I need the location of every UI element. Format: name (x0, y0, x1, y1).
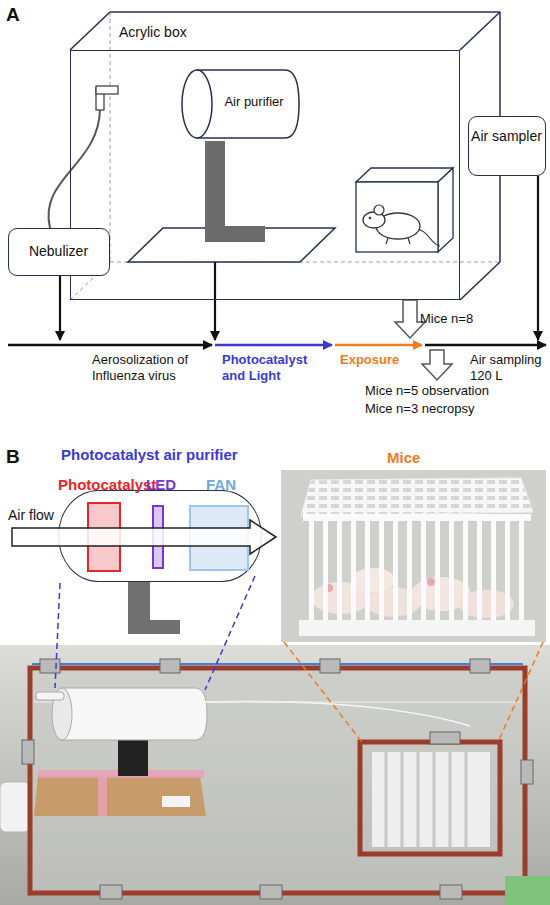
cage-bar (433, 752, 436, 847)
step-label: Exposure (340, 352, 399, 368)
timeline-arrow (215, 344, 332, 347)
panel-letter: B (6, 446, 20, 469)
timeline-arrow (8, 344, 212, 347)
clamp (22, 740, 34, 764)
timeline-arrow (425, 344, 546, 347)
flow-arrow (537, 176, 539, 340)
photocatalyst-filter: Photocatalyst (87, 502, 121, 572)
leader-line (205, 576, 255, 690)
clamp (160, 659, 180, 673)
cage-lid (301, 478, 533, 516)
mouse-leg (408, 238, 410, 244)
box-edge (70, 12, 110, 50)
section-heading: Mice (387, 449, 420, 466)
flow-arrow (214, 262, 216, 340)
purifier-photo (62, 688, 207, 740)
step-label: Air sampling 120 L (470, 352, 550, 383)
cage-bar (465, 752, 468, 847)
step-label: Photocatalyst and Light (222, 352, 327, 383)
box-edge (460, 12, 500, 50)
led-strip: LED (152, 505, 164, 569)
object (505, 876, 550, 905)
cage-bar (385, 752, 388, 847)
cage-rim (303, 514, 531, 521)
leader-line (55, 583, 60, 688)
box-edge (110, 11, 500, 13)
box-edge (460, 262, 500, 300)
cage-bars (306, 518, 528, 624)
clamp (100, 885, 122, 899)
purifier-schematic: Photocatalyst air purifierPhotocatalystL… (58, 490, 262, 582)
hollow-arrow (422, 350, 452, 380)
clamp (440, 885, 462, 899)
mouse-tail (418, 229, 440, 246)
flow-arrow (59, 276, 61, 340)
stand-photo (118, 738, 148, 776)
leader-line (498, 642, 543, 742)
cage-side (438, 168, 453, 252)
nebulizer-box: Nebulizer (8, 228, 110, 276)
cylinder-end (182, 70, 212, 138)
component-label: Photocatalyst (58, 476, 156, 493)
tube-photo (36, 692, 64, 700)
clamp (40, 659, 60, 673)
cage-frame (360, 742, 500, 854)
photo-background (0, 645, 550, 905)
air-flow-arrow (12, 520, 276, 554)
clamp (521, 760, 533, 784)
panel-letter: A (6, 4, 20, 27)
cage-front (356, 182, 438, 252)
device (0, 782, 30, 832)
acrylic-box: Acrylic boxAir purifier (70, 50, 460, 300)
cage-base (299, 620, 535, 636)
mouse-eye (369, 217, 372, 220)
mouse-ear (374, 205, 384, 215)
mice-photo: Mice (281, 470, 546, 642)
timeline-arrow (335, 344, 422, 347)
clamp (430, 732, 460, 744)
node-label: Nebulizer (9, 243, 108, 259)
purifier-stand (205, 226, 265, 242)
node-label: Air sampler (469, 128, 544, 144)
cage-bar (449, 752, 452, 847)
leader-line (284, 642, 362, 742)
clamp (260, 885, 282, 899)
flow-label: Air flow (8, 507, 54, 524)
component-label: FAN (206, 476, 236, 493)
tape-line (32, 663, 523, 665)
sensor (162, 796, 190, 807)
nozzle (96, 86, 118, 94)
photo-background (281, 470, 546, 642)
cage-top (356, 168, 453, 182)
purifier-stand (128, 620, 180, 634)
clamp (470, 659, 490, 673)
node-label: Air purifier (209, 95, 299, 110)
cable (205, 702, 470, 726)
step-label: Aerosolization of Influenza virus (92, 352, 217, 383)
cage-photo (372, 752, 490, 847)
cage-bar (417, 752, 420, 847)
air-purifier: Air purifier (179, 66, 303, 142)
air-sampler-box: Air sampler (468, 116, 546, 176)
nebulizer-hose (48, 108, 100, 228)
component-label: LED (146, 476, 176, 493)
acrylic-box-photo (30, 668, 525, 893)
box-title: Acrylic box (119, 24, 187, 40)
clamp (320, 659, 340, 673)
cage-bar (401, 752, 404, 847)
group-size: Mice n=8 (420, 311, 473, 327)
mouse-leg (386, 238, 388, 244)
fan-unit: FAN (189, 505, 249, 571)
group-size: Mice n=3 necropsy (365, 401, 474, 417)
tape (98, 776, 107, 816)
section-heading: Photocatalyst air purifier (61, 446, 238, 463)
group-size: Mice n=5 observation (365, 383, 489, 399)
cage-photo (281, 470, 546, 642)
wood-base (34, 776, 206, 816)
